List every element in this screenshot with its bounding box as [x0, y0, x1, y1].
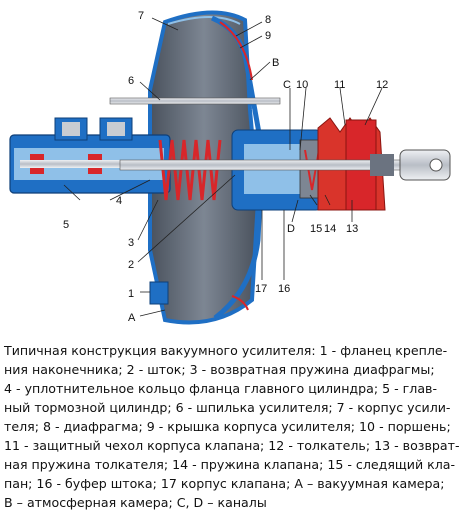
booster-stud — [109, 97, 281, 105]
callout-10: 10 — [296, 79, 308, 91]
diaphragm-cover — [210, 15, 265, 320]
leader-lines — [63, 17, 383, 317]
callout-12: 12 — [376, 79, 388, 91]
callout-4: 4 — [116, 195, 122, 207]
callout-1: 1 — [128, 288, 134, 300]
rod-end — [399, 149, 451, 181]
vacuum-booster-diagram: 7 8 9 B 6 C 10 11 12 4 5 3 2 1 A D 15 14… — [9, 10, 451, 325]
callout-7: 7 — [138, 10, 144, 22]
callout-A: A — [128, 312, 136, 324]
callout-D: D — [287, 223, 295, 235]
callout-13: 13 — [346, 223, 358, 235]
callout-14: 14 — [324, 223, 336, 235]
figure-caption: Типичная конструкция вакуумного усилител… — [4, 343, 460, 510]
callout-C: C — [283, 79, 291, 91]
callout-9: 9 — [265, 30, 271, 42]
callout-15: 15 — [310, 223, 322, 235]
callout-6: 6 — [128, 75, 134, 87]
tip-flange — [149, 281, 169, 305]
callout-16: 16 — [278, 283, 290, 295]
callout-B: B — [272, 57, 279, 69]
callout-11: 11 — [334, 79, 345, 91]
callout-8: 8 — [265, 14, 271, 26]
callout-2: 2 — [128, 259, 134, 271]
callout-labels: 7 8 9 B 6 C 10 11 12 4 5 3 2 1 A D 15 14… — [63, 10, 388, 324]
callout-17: 17 — [255, 283, 267, 295]
callout-5: 5 — [63, 219, 69, 231]
master-cylinder — [9, 117, 171, 194]
callout-3: 3 — [128, 237, 134, 249]
